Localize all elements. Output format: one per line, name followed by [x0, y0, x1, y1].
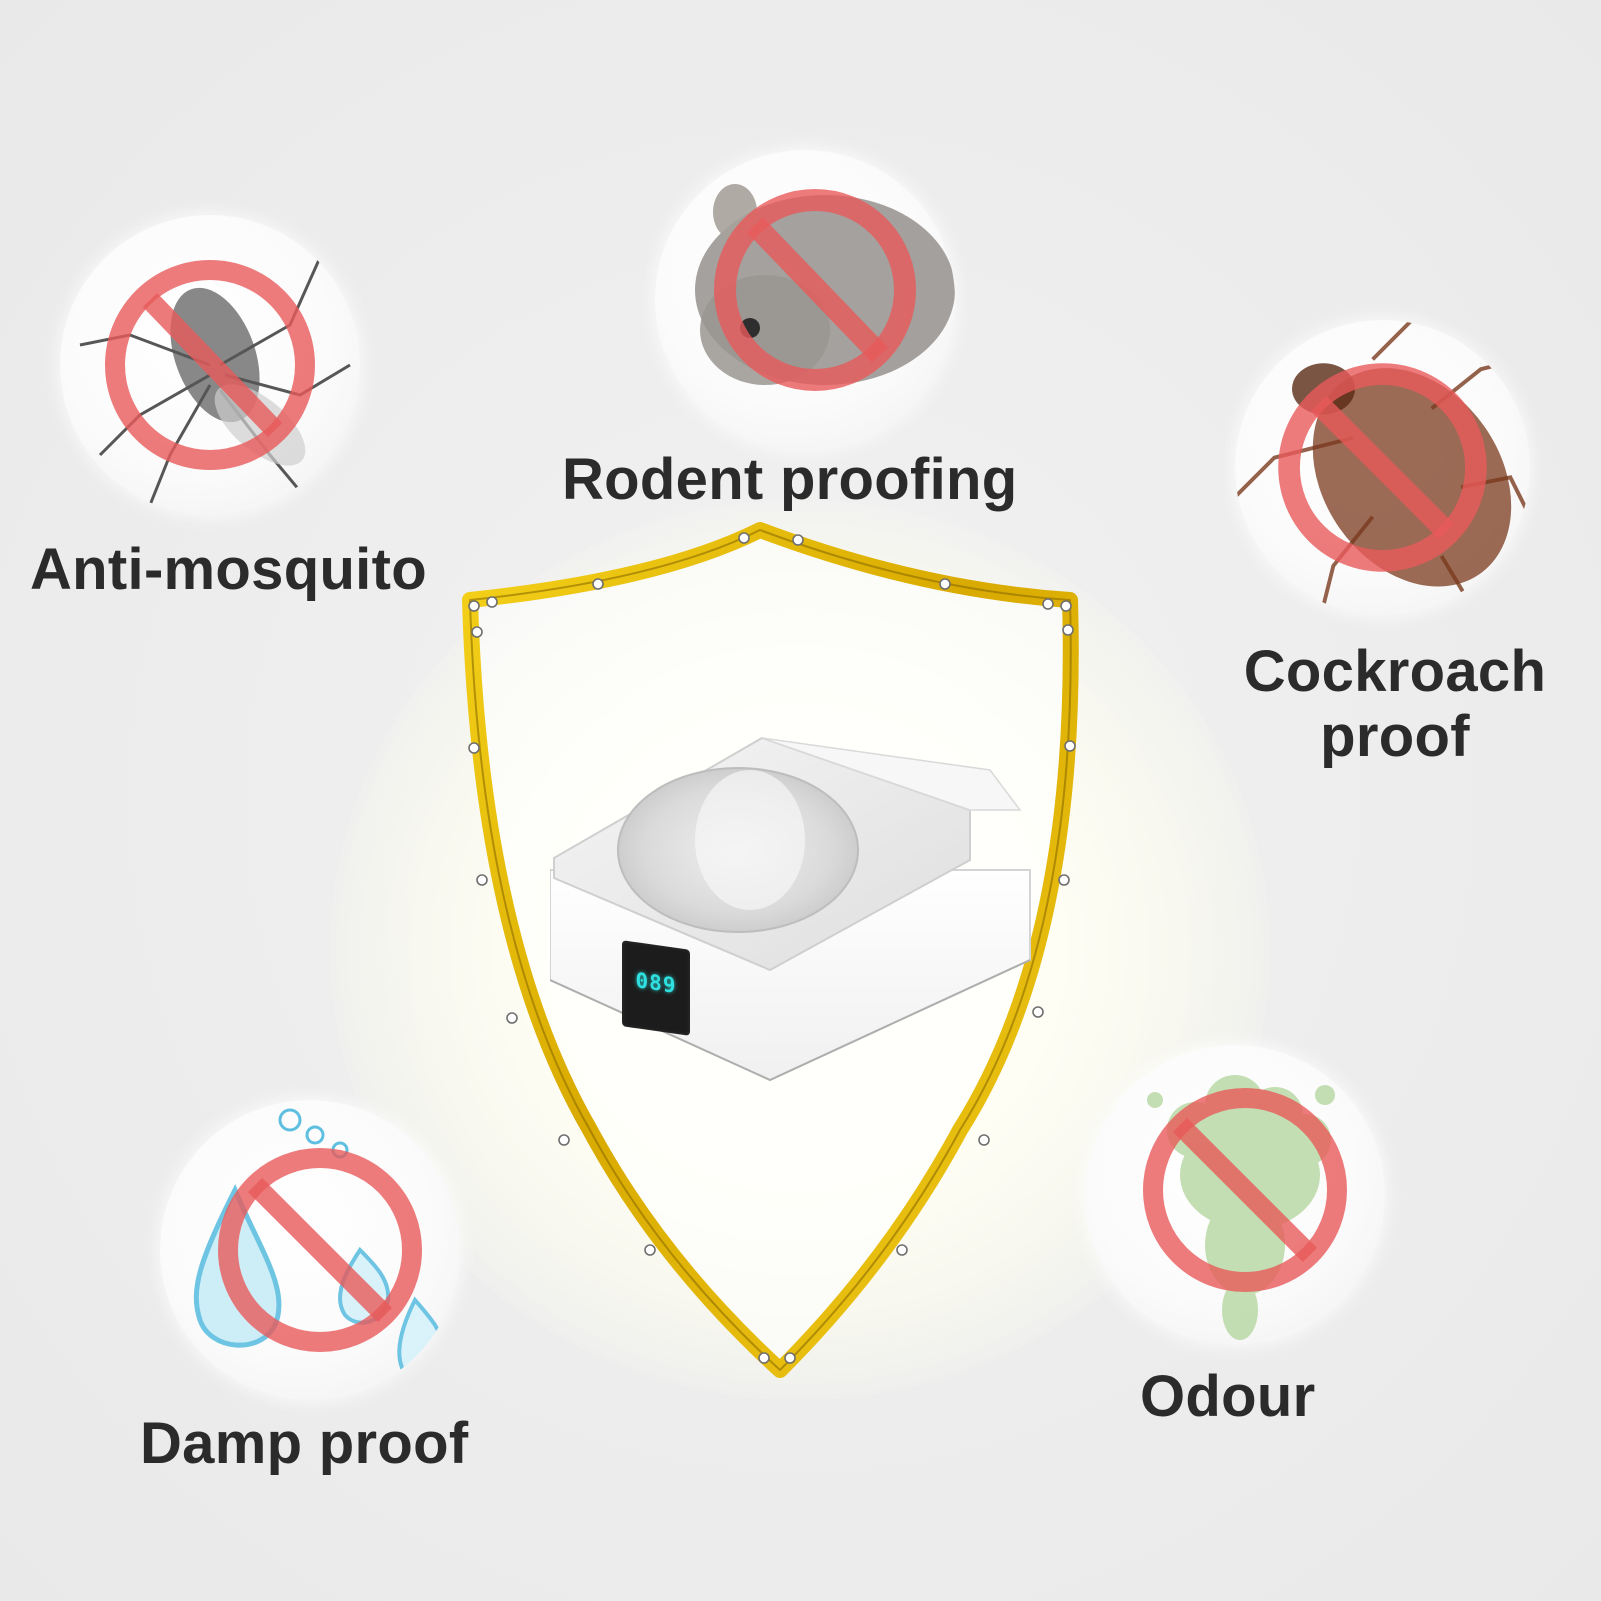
cockroach-icon	[1235, 320, 1530, 607]
prohibition-sign-icon	[1143, 1088, 1347, 1292]
label-odour: Odour	[1140, 1364, 1316, 1429]
product-bowl	[550, 736, 1031, 1082]
prohibition-sign-icon	[105, 260, 315, 470]
label-anti-mosquito: Anti-mosquito	[30, 537, 427, 602]
mosquito-icon	[79, 234, 351, 515]
damp-badge	[160, 1100, 460, 1400]
rodent-icon	[695, 184, 955, 391]
label-rodent-proofing: Rodent proofing	[562, 447, 1018, 512]
label-cockroach-line2: proof	[1320, 703, 1470, 769]
rodent-badge	[655, 150, 955, 450]
display-reading: 089	[635, 968, 677, 998]
odour-cloud-icon	[1143, 1075, 1347, 1340]
prohibition-sign-icon	[714, 189, 916, 391]
cockroach-badge	[1235, 320, 1530, 615]
odour-badge	[1085, 1045, 1385, 1345]
mosquito-badge	[60, 215, 360, 515]
prohibition-sign-icon	[1278, 363, 1487, 572]
digital-display: 089	[622, 940, 690, 1036]
label-cockroach-line1: Cockroach	[1243, 639, 1547, 704]
label-damp-proof: Damp proof	[140, 1411, 469, 1476]
prohibition-sign-icon	[218, 1148, 422, 1352]
label-cockroach-proof: Cockroach proof	[1225, 639, 1565, 770]
water-drop-icon	[193, 1108, 448, 1386]
